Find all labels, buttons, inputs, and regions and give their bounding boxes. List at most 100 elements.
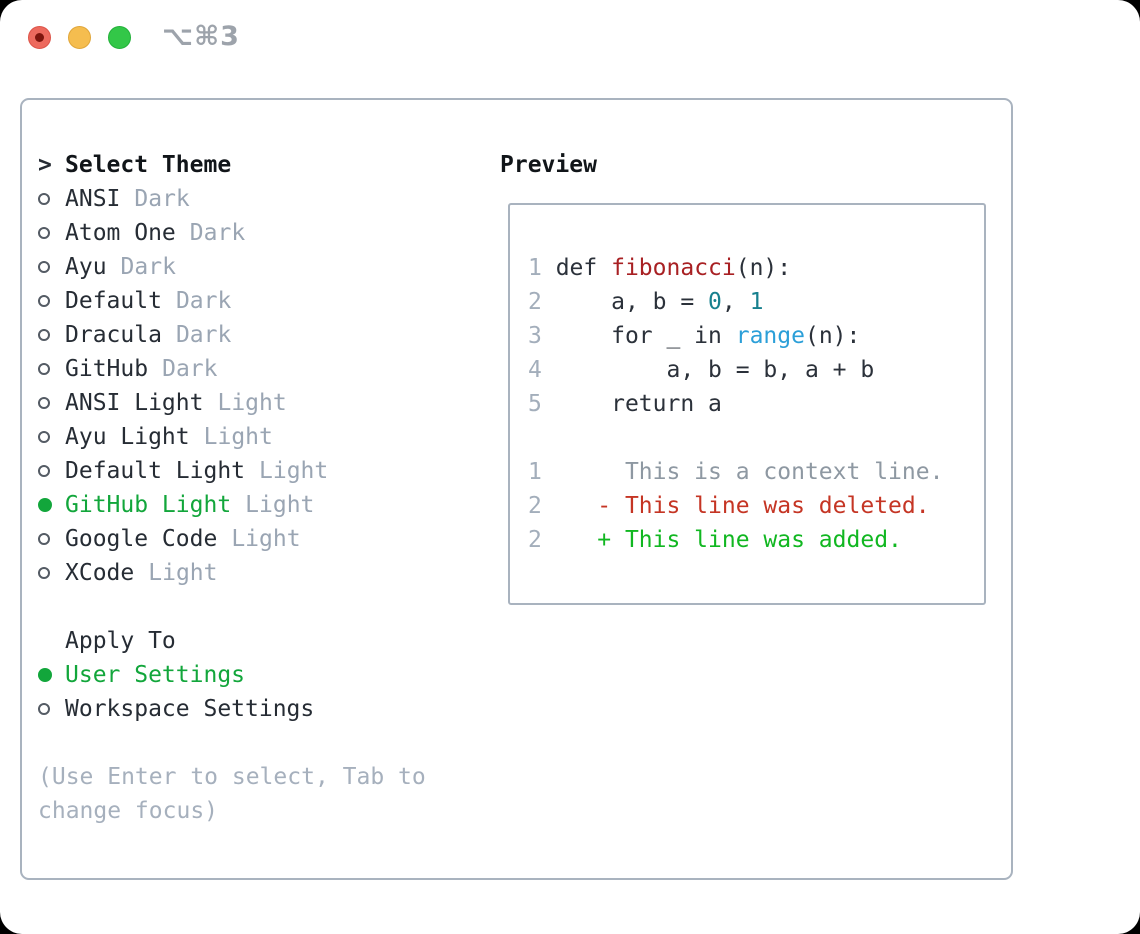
radio-unselected-icon — [38, 703, 50, 715]
theme-name: Default Light — [65, 458, 246, 484]
radio-unselected-icon — [38, 329, 50, 341]
theme-variant: Light — [245, 492, 315, 518]
theme-name: Ayu Light — [65, 424, 190, 450]
help-line: change focus) — [38, 798, 219, 824]
theme-name: GitHub — [65, 356, 149, 382]
theme-option[interactable]: ANSI Dark — [38, 182, 488, 216]
code-segment-code: a, b = — [541, 289, 709, 315]
close-button[interactable] — [28, 26, 51, 49]
pointer-icon: > — [38, 152, 52, 178]
apply-to-title: Apply To — [65, 628, 176, 654]
code-line: 3 for _ in range(n): — [528, 319, 984, 353]
theme-variant: Dark — [189, 220, 246, 246]
radio-selected-icon — [38, 668, 52, 682]
close-dot-icon — [35, 33, 44, 42]
code-segment-code: for _ in — [541, 323, 736, 349]
code-line: 2 + This line was added. — [528, 523, 984, 557]
radio-unselected-icon — [38, 227, 50, 239]
preview-title: Preview — [500, 152, 597, 178]
theme-name: Ayu — [65, 254, 107, 280]
radio-unselected-icon — [38, 431, 50, 443]
preview-column: Preview 1 def fibonacci(n):2 a, b = 0, 1… — [500, 148, 1000, 605]
help-line: (Use Enter to select, Tab to — [38, 764, 426, 790]
theme-variant: Light — [231, 526, 301, 552]
theme-option[interactable]: Default Light Light — [38, 454, 488, 488]
apply-to-header: Apply To — [38, 624, 488, 658]
line-number: 1 — [528, 255, 542, 281]
radio-unselected-icon — [38, 533, 50, 545]
theme-option[interactable]: GitHub Light Light — [38, 488, 488, 522]
code-segment-code: (n): — [735, 255, 792, 281]
theme-option[interactable]: Ayu Light Light — [38, 420, 488, 454]
theme-name: Dracula — [65, 322, 162, 348]
theme-name: Default — [65, 288, 162, 314]
apply-option-label: User Settings — [65, 662, 246, 688]
maximize-button[interactable] — [108, 26, 131, 49]
theme-variant: Light — [203, 424, 273, 450]
theme-option[interactable]: Dracula Dark — [38, 318, 488, 352]
spacer — [38, 590, 488, 624]
radio-unselected-icon — [38, 261, 50, 273]
theme-option[interactable]: ANSI Light Light — [38, 386, 488, 420]
code-segment-code: (n): — [804, 323, 861, 349]
line-number: 4 — [528, 357, 542, 383]
titlebar: ⌥⌘3 — [0, 0, 1140, 74]
spacer — [38, 726, 488, 760]
theme-option[interactable]: Default Dark — [38, 284, 488, 318]
theme-variant: Dark — [134, 186, 190, 212]
theme-variant: Dark — [175, 322, 232, 348]
apply-option[interactable]: Workspace Settings — [38, 692, 488, 726]
theme-variant: Dark — [175, 288, 232, 314]
code-line: 2 a, b = 0, 1 — [528, 285, 984, 319]
code-segment-builtin: range — [735, 323, 805, 349]
theme-option[interactable]: Atom One Dark — [38, 216, 488, 250]
code-segment-added: + This line was added. — [541, 527, 902, 553]
code-segment-code: def — [541, 255, 612, 281]
theme-name: ANSI — [65, 186, 121, 212]
window-title: ⌥⌘3 — [162, 21, 240, 52]
apply-option-label: Workspace Settings — [65, 696, 315, 722]
radio-unselected-icon — [38, 295, 50, 307]
code-line: 1 def fibonacci(n): — [528, 251, 984, 285]
code-line: 4 a, b = b, a + b — [528, 353, 984, 387]
apply-option[interactable]: User Settings — [38, 658, 488, 692]
theme-option[interactable]: GitHub Dark — [38, 352, 488, 386]
line-number: 3 — [528, 323, 542, 349]
theme-variant: Light — [217, 390, 287, 416]
minimize-button[interactable] — [68, 26, 91, 49]
help-text: (Use Enter to select, Tab to change focus… — [38, 760, 488, 828]
theme-list-title: Select Theme — [65, 152, 232, 178]
theme-variant: Light — [259, 458, 329, 484]
line-number: 5 — [528, 391, 542, 417]
code-segment-code: a, b = b, a + b — [541, 357, 875, 383]
theme-name: Atom One — [65, 220, 176, 246]
code-segment-number: 0 — [708, 289, 722, 315]
code-segment-code: return a — [541, 391, 722, 417]
blank-line — [528, 421, 984, 455]
code-segment-deleted: - This line was deleted. — [541, 493, 930, 519]
theme-list-header: > Select Theme — [38, 148, 488, 182]
code-segment-number: 1 — [749, 289, 764, 315]
theme-name: ANSI Light — [65, 390, 204, 416]
radio-unselected-icon — [38, 363, 50, 375]
code-line: 5 return a — [528, 387, 984, 421]
code-segment-function: fibonacci — [611, 255, 736, 281]
radio-unselected-icon — [38, 465, 50, 477]
radio-unselected-icon — [38, 567, 50, 579]
radio-unselected-icon — [38, 397, 50, 409]
code-line: 2 - This line was deleted. — [528, 489, 984, 523]
theme-variant: Dark — [162, 356, 218, 382]
code-segment-context: This is a context line. — [541, 459, 944, 485]
theme-name: GitHub Light — [65, 492, 232, 518]
radio-unselected-icon — [38, 193, 50, 205]
theme-variant: Light — [148, 560, 218, 586]
code-line: 1 This is a context line. — [528, 455, 984, 489]
